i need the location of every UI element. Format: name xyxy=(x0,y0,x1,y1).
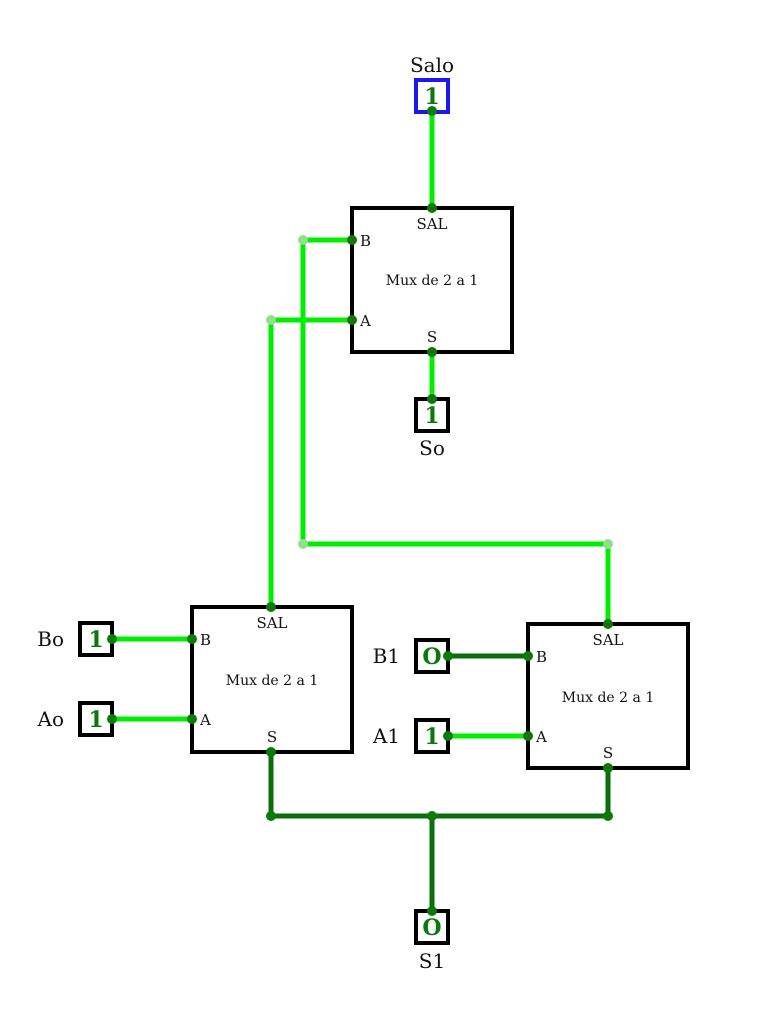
input-b0-label: Bo xyxy=(37,627,64,651)
mux-top-title: Mux de 2 a 1 xyxy=(386,273,478,289)
mux-right-title: Mux de 2 a 1 xyxy=(562,690,654,706)
bend-point[interactable] xyxy=(298,539,308,549)
mux-top-port-b: B xyxy=(360,232,371,250)
pin-mux-top-a xyxy=(347,315,357,325)
pin-b0 xyxy=(107,634,117,644)
wire-s1-bus xyxy=(268,749,611,819)
pin-mux-right-out xyxy=(603,619,613,629)
pin-a0 xyxy=(107,714,117,724)
junction-s1-right xyxy=(603,811,613,821)
wire-top-a xyxy=(268,317,355,610)
input-a0-value: 1 xyxy=(88,707,103,733)
pin-mux-right-b xyxy=(523,651,533,661)
output-salo-value: 1 xyxy=(424,84,439,110)
bend-point[interactable] xyxy=(298,235,308,245)
pin-mux-left-out xyxy=(266,602,276,612)
pin-salo xyxy=(427,106,437,116)
input-b1-value: O xyxy=(422,644,441,670)
pin-a1 xyxy=(443,731,453,741)
mux-left-port-a: A xyxy=(199,711,211,729)
pin-mux-top-sel xyxy=(427,347,437,357)
mux-left-port-sel: S xyxy=(267,728,277,746)
input-a1-value: 1 xyxy=(424,724,439,750)
pin-mux-right-a xyxy=(523,731,533,741)
mux-left-port-out: SAL xyxy=(256,614,287,632)
input-a0-box[interactable] xyxy=(78,701,114,737)
pin-mux-left-sel xyxy=(266,747,276,757)
input-b1-label: B1 xyxy=(373,644,400,668)
pin-mux-left-b xyxy=(187,634,197,644)
input-b0-value: 1 xyxy=(88,627,103,653)
mux-top-port-sel: S xyxy=(427,328,437,346)
junction-s1-mid xyxy=(427,811,437,821)
input-b0-box[interactable] xyxy=(78,621,114,657)
pin-mux-left-a xyxy=(187,714,197,724)
pin-mux-top-out xyxy=(427,203,437,213)
mux-top-port-a: A xyxy=(359,312,371,330)
input-s0-label: So xyxy=(419,436,445,460)
mux-top-port-out: SAL xyxy=(416,215,447,233)
mux-right-port-out: SAL xyxy=(592,631,623,649)
mux-left-title: Mux de 2 a 1 xyxy=(226,673,318,689)
pin-mux-top-b xyxy=(347,235,357,245)
input-a1-label: A1 xyxy=(372,724,400,748)
junction-s1-left xyxy=(266,811,276,821)
mux-right-port-a: A xyxy=(535,728,547,746)
pin-mux-right-sel xyxy=(603,763,613,773)
pin-s0 xyxy=(427,394,437,404)
output-salo-label: Salo xyxy=(410,53,454,77)
pin-s1 xyxy=(427,906,437,916)
input-a1-box[interactable] xyxy=(414,718,450,754)
mux-right-port-b: B xyxy=(536,648,547,666)
mux-left-port-b: B xyxy=(200,631,211,649)
bend-point[interactable] xyxy=(266,315,276,325)
input-s0-value: 1 xyxy=(424,403,439,429)
pin-b1 xyxy=(443,651,453,661)
bend-point[interactable] xyxy=(603,539,613,549)
mux-right-port-sel: S xyxy=(603,744,613,762)
input-s1-value: O xyxy=(422,915,441,941)
input-a0-label: Ao xyxy=(37,707,64,731)
input-s1-label: S1 xyxy=(419,949,445,973)
input-s0-box[interactable] xyxy=(414,397,450,433)
